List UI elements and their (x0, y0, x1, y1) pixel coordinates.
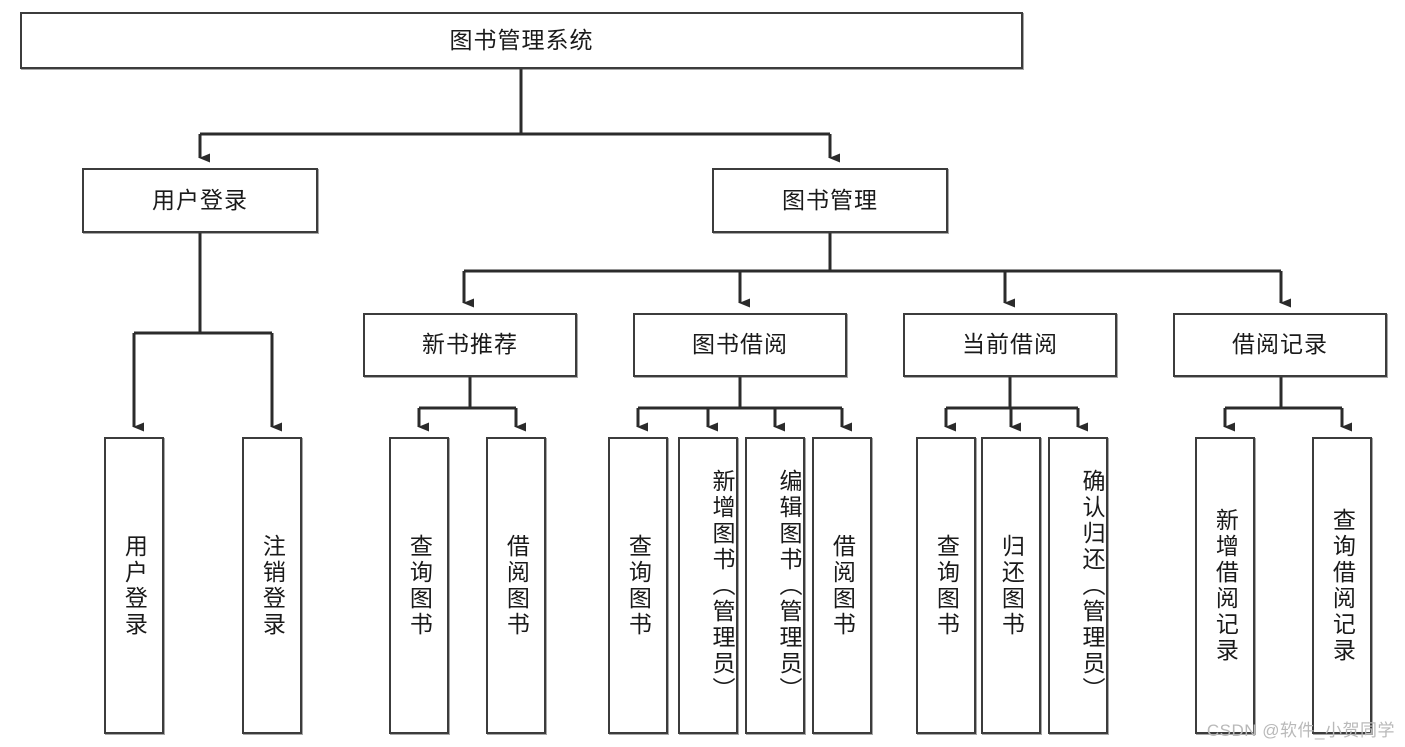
node-root-system[interactable]: 图书管理系统 (20, 12, 1023, 69)
leaf-query-borrow-record[interactable]: 查询借阅记录 (1312, 437, 1372, 734)
node-current-borrow[interactable]: 当前借阅 (903, 313, 1117, 377)
node-user-login[interactable]: 用户登录 (82, 168, 318, 233)
leaf-confirm-return-admin[interactable]: 确认归还（管理员） (1048, 437, 1108, 734)
leaf-add-book-admin[interactable]: 新增图书（管理员） (678, 437, 738, 734)
leaf-logout-login[interactable]: 注销登录 (242, 437, 302, 734)
leaf-query-book-current[interactable]: 查询图书 (916, 437, 976, 734)
node-new-book-recommend[interactable]: 新书推荐 (363, 313, 577, 377)
leaf-borrow-book[interactable]: 借阅图书 (812, 437, 872, 734)
leaf-query-book-borrow[interactable]: 查询图书 (608, 437, 668, 734)
leaf-add-borrow-record[interactable]: 新增借阅记录 (1195, 437, 1255, 734)
leaf-query-book-new-book[interactable]: 查询图书 (389, 437, 449, 734)
node-book-manage[interactable]: 图书管理 (712, 168, 948, 233)
node-book-borrow[interactable]: 图书借阅 (633, 313, 847, 377)
leaf-return-book[interactable]: 归还图书 (981, 437, 1041, 734)
leaf-edit-book-admin[interactable]: 编辑图书（管理员） (745, 437, 805, 734)
leaf-borrow-book-new-book[interactable]: 借阅图书 (486, 437, 546, 734)
leaf-user-login[interactable]: 用户登录 (104, 437, 164, 734)
node-borrow-record[interactable]: 借阅记录 (1173, 313, 1387, 377)
